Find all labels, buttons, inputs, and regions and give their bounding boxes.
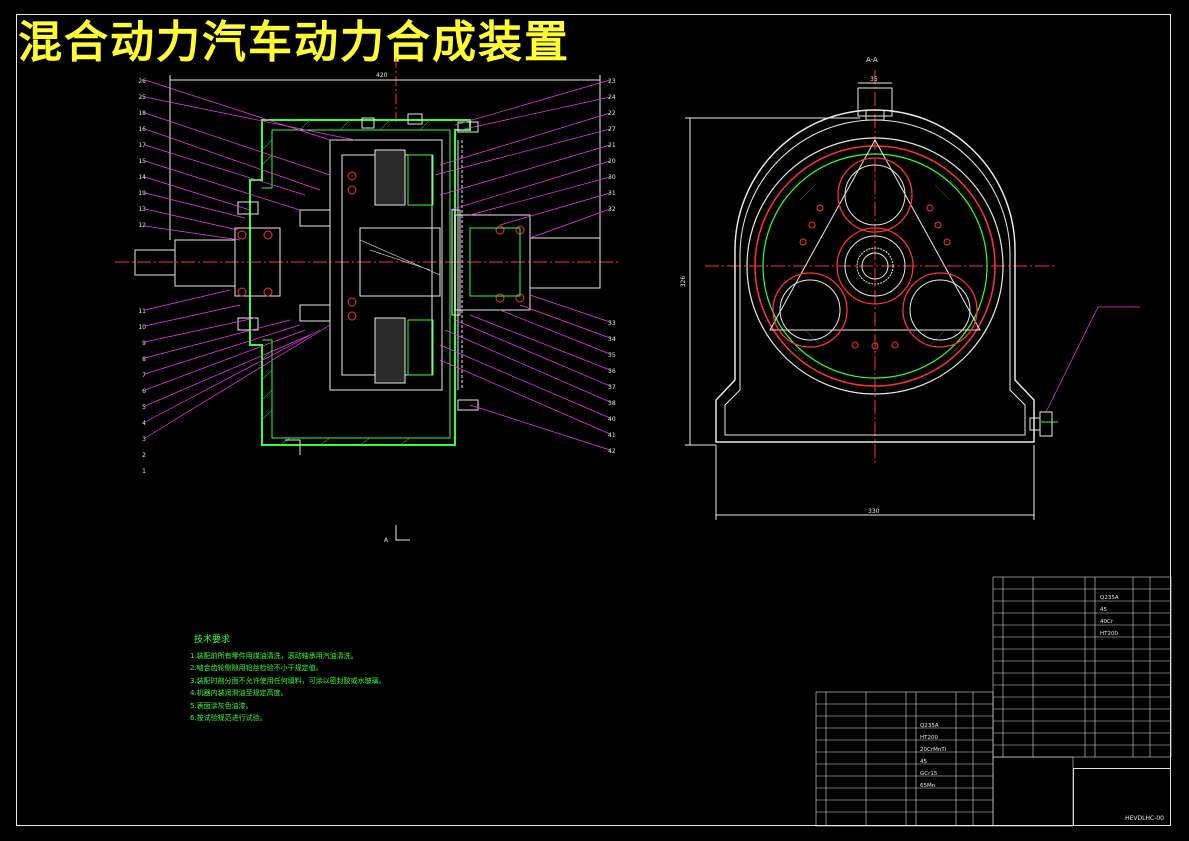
cut-label: A bbox=[384, 537, 389, 544]
technical-requirements: 技术要求 1.装配前所有零件用煤油清洗，滚动轴承用汽油清洗。 2.啮合齿轮侧隙用… bbox=[190, 634, 386, 725]
tech-note-item: 5.表面涂灰色油漆。 bbox=[190, 701, 253, 710]
bom-material: GCr15 bbox=[920, 771, 938, 777]
bom-material: 20CrMnTi bbox=[920, 747, 947, 753]
dim-left-width: 420 bbox=[376, 72, 388, 79]
callout-label: 31 bbox=[608, 190, 616, 197]
front-section-view bbox=[115, 58, 620, 541]
callout-label: 42 bbox=[608, 448, 616, 455]
callout-label: 8 bbox=[142, 356, 146, 363]
callout-label: 20 bbox=[608, 158, 616, 165]
callout-label: 32 bbox=[608, 206, 616, 213]
tech-note-item: 2.啮合齿轮侧隙用铅丝检验不小于规定值。 bbox=[190, 664, 323, 672]
callout-label: 26 bbox=[138, 78, 146, 85]
dim-top-boss: 35 bbox=[870, 76, 878, 83]
drawing-title: 混合动力汽车动力合成装置 bbox=[18, 17, 570, 68]
callout-label: 18 bbox=[138, 110, 146, 117]
callout-label: 19 bbox=[138, 190, 146, 197]
callout-label: 3 bbox=[142, 436, 146, 443]
callout-label: 23 bbox=[608, 78, 616, 85]
callout-label: 40 bbox=[608, 416, 616, 423]
callout-label: 25 bbox=[138, 94, 146, 101]
callout-label: 24 bbox=[608, 94, 616, 101]
bill-of-materials bbox=[815, 576, 1172, 827]
callout-label: 36 bbox=[608, 368, 616, 375]
bom-material: Q235A bbox=[1100, 595, 1119, 601]
callout-label: 2 bbox=[142, 452, 146, 459]
callout-label: 4 bbox=[142, 420, 146, 427]
callout-label: 37 bbox=[608, 384, 616, 391]
bom-materials-lower: Q235A HT200 20CrMnTi 45 GCr15 65Mn bbox=[920, 720, 946, 792]
callout-label: 11 bbox=[138, 308, 146, 315]
callout-label: 17 bbox=[138, 142, 146, 149]
bom-materials: Q235A 45 40Cr HT200 bbox=[1100, 592, 1119, 640]
drawing-number: HEVDLHC-00 bbox=[1125, 815, 1164, 822]
callout-label: 21 bbox=[608, 142, 616, 149]
callout-label: 9 bbox=[142, 340, 146, 347]
callout-label: 7 bbox=[142, 372, 146, 379]
tech-note-item: 1.装配前所有零件用煤油清洗，滚动轴承用汽油清洗。 bbox=[190, 651, 358, 660]
bom-material: Q235A bbox=[920, 723, 939, 729]
callout-label: 12 bbox=[138, 222, 146, 229]
callout-label: 30 bbox=[608, 174, 616, 181]
callout-label: 38 bbox=[608, 400, 616, 407]
tech-note-item: 6.按试验规范进行试验。 bbox=[190, 714, 267, 722]
title-block: HEVDLHC-00 bbox=[1073, 768, 1171, 826]
callout-label: 1 bbox=[142, 468, 146, 475]
bom-material: 65Mn bbox=[920, 783, 936, 789]
drawing-frame bbox=[16, 14, 1171, 826]
side-end-view bbox=[685, 70, 1140, 520]
callout-label: 15 bbox=[138, 158, 146, 165]
tech-note-item: 4.机器内装润滑油至规定高度。 bbox=[190, 689, 288, 697]
callout-label: 22 bbox=[608, 110, 616, 117]
tech-note-item: 3.装配时剖分面不允许使用任何填料，可涂以密封胶或水玻璃。 bbox=[190, 676, 386, 685]
callout-label: 34 bbox=[608, 336, 616, 343]
dim-right-height: 326 bbox=[680, 275, 688, 288]
bom-material: HT200 bbox=[1100, 631, 1118, 637]
callout-label: 14 bbox=[138, 174, 146, 181]
left-callouts: 26 25 18 16 17 15 14 19 13 12 bbox=[132, 74, 146, 234]
callout-label: 33 bbox=[608, 320, 616, 327]
callout-label: 10 bbox=[138, 324, 146, 331]
bom-material: 40Cr bbox=[1100, 619, 1114, 625]
bom-material: 45 bbox=[1100, 607, 1107, 613]
callout-label: 41 bbox=[608, 432, 616, 439]
left-callouts-lower: 11 10 9 8 7 6 5 4 3 2 1 bbox=[132, 304, 146, 480]
bom-material: HT200 bbox=[920, 735, 938, 741]
tech-notes-heading: 技术要求 bbox=[194, 635, 231, 645]
callout-label: 27 bbox=[608, 126, 616, 133]
callout-label: 16 bbox=[138, 126, 146, 133]
callout-label: 35 bbox=[608, 352, 616, 359]
callout-label: 6 bbox=[142, 388, 146, 395]
callout-label: 5 bbox=[142, 404, 146, 411]
callout-label: 13 bbox=[138, 206, 146, 213]
section-label: A-A bbox=[866, 56, 878, 64]
right-callouts: 23 24 22 27 21 20 30 31 32 bbox=[608, 74, 622, 218]
dim-right-width: 330 bbox=[868, 508, 880, 515]
right-callouts-lower: 33 34 35 36 37 38 40 41 42 bbox=[608, 316, 622, 460]
bom-material: 45 bbox=[920, 759, 927, 765]
